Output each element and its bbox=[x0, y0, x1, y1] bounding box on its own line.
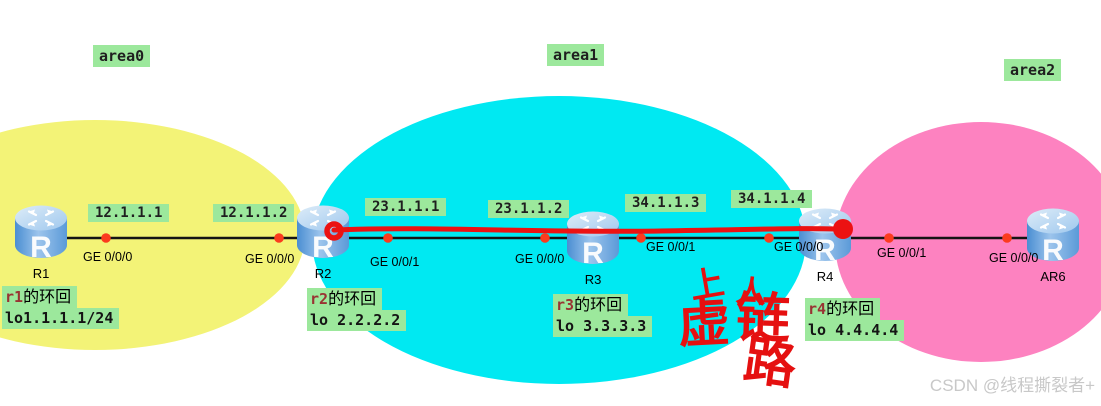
router-label-r3: R3 bbox=[584, 272, 602, 287]
loopback-suffix: 的环回 bbox=[328, 291, 377, 308]
loopback-title: r4的环回 bbox=[805, 298, 881, 320]
svg-text:R: R bbox=[582, 237, 604, 266]
router-arrows-icon bbox=[27, 209, 55, 227]
if-label-r3-ge000: GE 0/0/0 bbox=[515, 252, 565, 266]
ip-label-23-1-1-2: 23.1.1.2 bbox=[488, 200, 570, 218]
if-label-r1-ge000: GE 0/0/0 bbox=[83, 250, 133, 264]
interface-dot bbox=[383, 233, 393, 243]
router-label-r4: R4 bbox=[816, 269, 834, 284]
router-cylinder: R bbox=[799, 208, 851, 263]
if-label-r4-ge000: GE 0/0/0 bbox=[774, 240, 824, 254]
loopback-prefix: r2 bbox=[310, 290, 329, 308]
loopback-suffix: 的环回 bbox=[23, 289, 72, 306]
router-icon-r4[interactable]: R bbox=[798, 207, 852, 263]
loopback-suffix: 的环回 bbox=[574, 297, 623, 314]
ip-label-12-1-1-2: 12.1.1.2 bbox=[213, 204, 295, 222]
loopback-label-r4: r4的环回 lo 4.4.4.4 bbox=[805, 298, 905, 341]
svg-text:R: R bbox=[312, 231, 334, 260]
interface-dot bbox=[540, 233, 550, 243]
loopback-address: lo 2.2.2.2 bbox=[307, 310, 407, 331]
loopback-prefix: r4 bbox=[808, 300, 827, 318]
loopback-address: lo 4.4.4.4 bbox=[805, 320, 905, 341]
ip-label-34-1-1-4: 34.1.1.4 bbox=[731, 190, 813, 208]
loopback-title: r2的环回 bbox=[307, 288, 383, 310]
area2-tag: area2 bbox=[1004, 59, 1062, 81]
svg-text:R: R bbox=[1042, 234, 1064, 263]
interface-dot bbox=[101, 233, 111, 243]
ip-label-23-1-1-1: 23.1.1.1 bbox=[365, 198, 447, 216]
router-cylinder: R bbox=[567, 211, 619, 266]
loopback-address: lo 3.3.3.3 bbox=[553, 316, 653, 337]
loopback-title: r1的环回 bbox=[2, 286, 78, 308]
ip-label-34-1-1-3: 34.1.1.3 bbox=[625, 194, 707, 212]
ip-label-12-1-1-1: 12.1.1.1 bbox=[88, 204, 170, 222]
router-cylinder: R bbox=[15, 205, 67, 260]
interface-dot bbox=[1002, 233, 1012, 243]
interface-dot bbox=[764, 233, 774, 243]
if-label-r4-ge001: GE 0/0/1 bbox=[877, 246, 927, 260]
interface-dot bbox=[636, 233, 646, 243]
if-label-r3-ge001: GE 0/0/1 bbox=[646, 240, 696, 254]
handwriting-char-lu: 路 bbox=[740, 331, 800, 397]
if-label-r2-ge001: GE 0/0/1 bbox=[370, 255, 420, 269]
loopback-title: r3的环回 bbox=[553, 294, 629, 316]
loopback-label-r1: r1的环回 lo1.1.1.1/24 bbox=[2, 286, 120, 329]
router-label-r1: R1 bbox=[32, 266, 50, 281]
area0-tag: area0 bbox=[93, 45, 151, 67]
router-arrows-icon bbox=[1039, 212, 1067, 230]
loopback-suffix: 的环回 bbox=[826, 301, 875, 318]
interface-dot bbox=[884, 233, 894, 243]
loopback-address: lo1.1.1.1/24 bbox=[2, 308, 120, 329]
loopback-prefix: r1 bbox=[5, 288, 24, 306]
handwritten-virtual-link-annotation: 上 人 虚 链 路 bbox=[676, 263, 828, 406]
router-label-ar6: AR6 bbox=[1040, 269, 1066, 284]
handwriting-char-xu: 虚 bbox=[676, 293, 732, 355]
svg-text:R: R bbox=[30, 231, 52, 260]
router-label-r2: R2 bbox=[314, 266, 332, 281]
csdn-watermark: CSDN @线程撕裂者+ bbox=[929, 376, 1095, 395]
svg-text:R: R bbox=[814, 234, 836, 263]
router-icon-r2[interactable]: R bbox=[296, 204, 350, 260]
router-icon-r1[interactable]: R bbox=[14, 204, 68, 260]
if-label-r2-ge000: GE 0/0/0 bbox=[245, 252, 295, 266]
interface-dot bbox=[274, 233, 284, 243]
area1-tag: area1 bbox=[547, 44, 605, 66]
if-label-ar6-ge000: GE 0/0/0 bbox=[989, 251, 1039, 265]
router-cylinder: R bbox=[297, 205, 349, 260]
router-icon-ar6[interactable]: R bbox=[1026, 207, 1080, 263]
loopback-label-r2: r2的环回 lo 2.2.2.2 bbox=[307, 288, 407, 331]
router-cylinder: R bbox=[1027, 208, 1079, 263]
loopback-label-r3: r3的环回 lo 3.3.3.3 bbox=[553, 294, 653, 337]
router-icon-r3[interactable]: R bbox=[566, 210, 620, 266]
interface-dots bbox=[101, 233, 1012, 243]
loopback-prefix: r3 bbox=[556, 296, 575, 314]
